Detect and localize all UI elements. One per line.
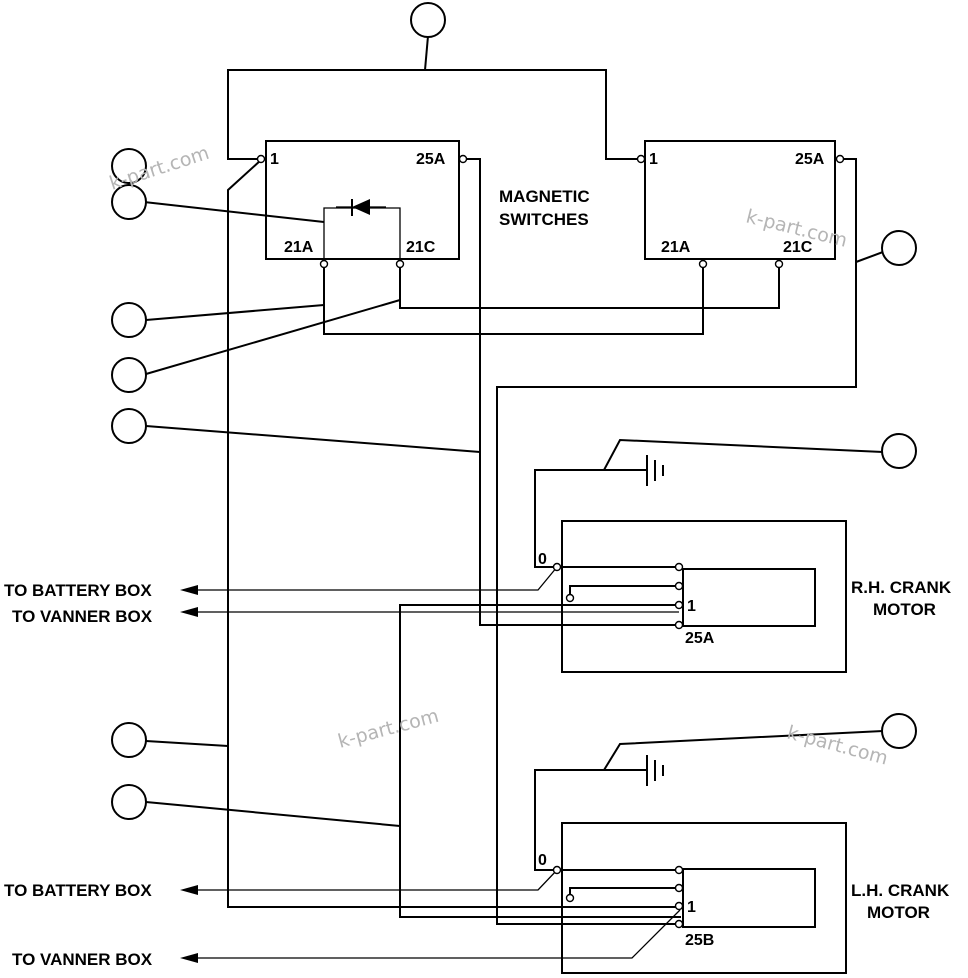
diode-icon bbox=[323, 199, 401, 264]
callout-circle bbox=[410, 2, 446, 38]
rh-crank-motor-box bbox=[561, 520, 847, 673]
top-bus-wire bbox=[227, 69, 641, 160]
callout-circle bbox=[881, 230, 917, 266]
switch-left-terminal-1: 1 bbox=[270, 151, 279, 168]
lh-crank-motor-title-line1: L.H. CRANK bbox=[851, 881, 950, 900]
ground-icon bbox=[534, 438, 884, 568]
lh-motor-terminal-25b: 25B bbox=[685, 932, 714, 949]
callout-circle bbox=[881, 713, 917, 749]
switch-left-terminal-21a: 21A bbox=[284, 239, 314, 256]
arrow-left-icon bbox=[180, 953, 198, 963]
watermark: k-part.com bbox=[336, 705, 442, 753]
callout-circle bbox=[111, 357, 147, 393]
switch-right-terminal-21c: 21C bbox=[783, 239, 813, 256]
lh-motor-terminal-0: 0 bbox=[538, 852, 547, 869]
switch-right-terminal-25a: 25A bbox=[795, 151, 825, 168]
wire-right-25a bbox=[496, 158, 857, 925]
rh-motor-terminal-1: 1 bbox=[687, 598, 696, 615]
wire-left-25a bbox=[463, 158, 679, 626]
lh-wire-to-vanner bbox=[196, 909, 681, 959]
switch-left-terminal-25a: 25A bbox=[416, 151, 446, 168]
rh-motor-terminal-block bbox=[682, 568, 816, 627]
top-callout-leader bbox=[424, 35, 429, 71]
switch-right-terminal-1: 1 bbox=[649, 151, 658, 168]
rh-wire-to-battery bbox=[196, 566, 558, 591]
switch-right-terminal-21a: 21A bbox=[661, 239, 691, 256]
rh-crank-motor-title-line2: MOTOR bbox=[873, 600, 936, 619]
left-bus-wire bbox=[227, 159, 683, 908]
switch-left-terminal-21c: 21C bbox=[406, 239, 436, 256]
magnetic-switches-label-line1: MAGNETIC bbox=[499, 187, 590, 206]
callout-circle bbox=[111, 184, 147, 220]
arrow-left-icon bbox=[180, 885, 198, 895]
lh-motor-terminal-block bbox=[682, 868, 816, 928]
callout-circle bbox=[111, 302, 147, 338]
arrow-left-icon bbox=[180, 585, 198, 595]
to-vanner-box-label-1: TO VANNER BOX bbox=[12, 607, 153, 626]
rh-crank-motor-title-line1: R.H. CRANK bbox=[851, 578, 952, 597]
rh-motor-terminal-0: 0 bbox=[538, 551, 547, 568]
lh-motor-terminal-1: 1 bbox=[687, 899, 696, 916]
magnetic-switches-label-line2: SWITCHES bbox=[499, 210, 589, 229]
ground-icon bbox=[534, 730, 884, 871]
wire-21c-interconnect bbox=[399, 264, 780, 309]
lh-wire-to-battery bbox=[196, 869, 558, 891]
callout-circle bbox=[881, 433, 917, 469]
callout-circle bbox=[111, 408, 147, 444]
wire-21a-interconnect bbox=[323, 264, 704, 335]
arrow-left-icon bbox=[180, 607, 198, 617]
callout-circle bbox=[111, 722, 147, 758]
magnetic-switch-left bbox=[265, 140, 460, 260]
to-vanner-box-label-2: TO VANNER BOX bbox=[12, 950, 153, 969]
lh-crank-motor-box bbox=[561, 822, 847, 974]
to-battery-box-label-1: TO BATTERY BOX bbox=[4, 581, 152, 600]
magnetic-switch-right bbox=[644, 140, 836, 260]
watermark: k-part.com bbox=[785, 722, 891, 770]
to-battery-box-label-2: TO BATTERY BOX bbox=[4, 881, 152, 900]
lh-crank-motor-title-line2: MOTOR bbox=[867, 903, 930, 922]
callout-circle bbox=[111, 784, 147, 820]
rh-motor-terminal-25a: 25A bbox=[685, 630, 715, 647]
callout-circle bbox=[111, 148, 147, 184]
